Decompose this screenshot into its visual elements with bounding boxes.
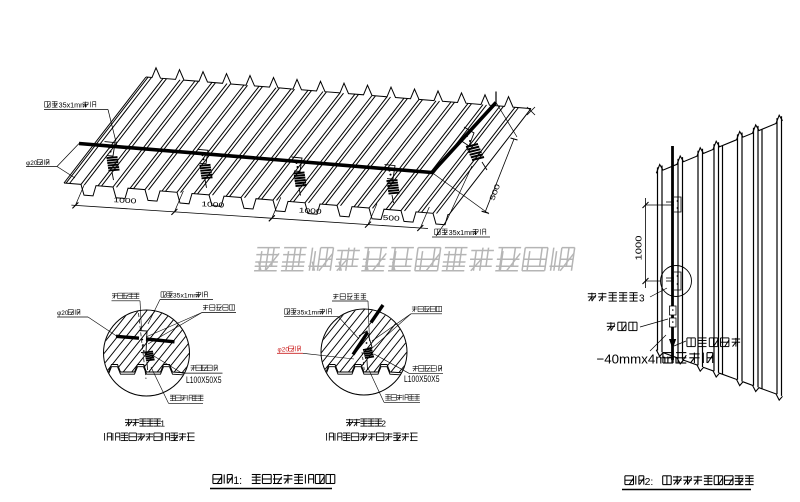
- svg-text:2:: 2:: [645, 477, 654, 488]
- svg-text:500: 500: [382, 214, 399, 223]
- svg-text:35x1mm: 35x1mm: [59, 101, 87, 110]
- svg-text:φ20: φ20: [278, 347, 290, 354]
- svg-text:1: 1: [160, 419, 165, 429]
- svg-text:35x1mm: 35x1mm: [449, 228, 477, 237]
- svg-text:2: 2: [381, 419, 386, 429]
- svg-text:1:: 1:: [233, 475, 242, 487]
- svg-text:φ20: φ20: [57, 310, 69, 317]
- svg-text:L100X50X5: L100X50X5: [404, 374, 440, 384]
- svg-text:35x1mm: 35x1mm: [173, 293, 199, 300]
- svg-text:−40mmx4mm: −40mmx4mm: [597, 352, 678, 367]
- svg-text:35x1mm: 35x1mm: [297, 310, 323, 317]
- svg-text:1000: 1000: [298, 207, 322, 216]
- svg-text:1000: 1000: [113, 196, 137, 205]
- svg-text:3: 3: [639, 294, 645, 305]
- svg-text:1000: 1000: [634, 235, 644, 261]
- svg-text:L100X50X5: L100X50X5: [186, 375, 222, 385]
- svg-text:1000: 1000: [201, 200, 225, 209]
- svg-text:φ20: φ20: [26, 160, 38, 167]
